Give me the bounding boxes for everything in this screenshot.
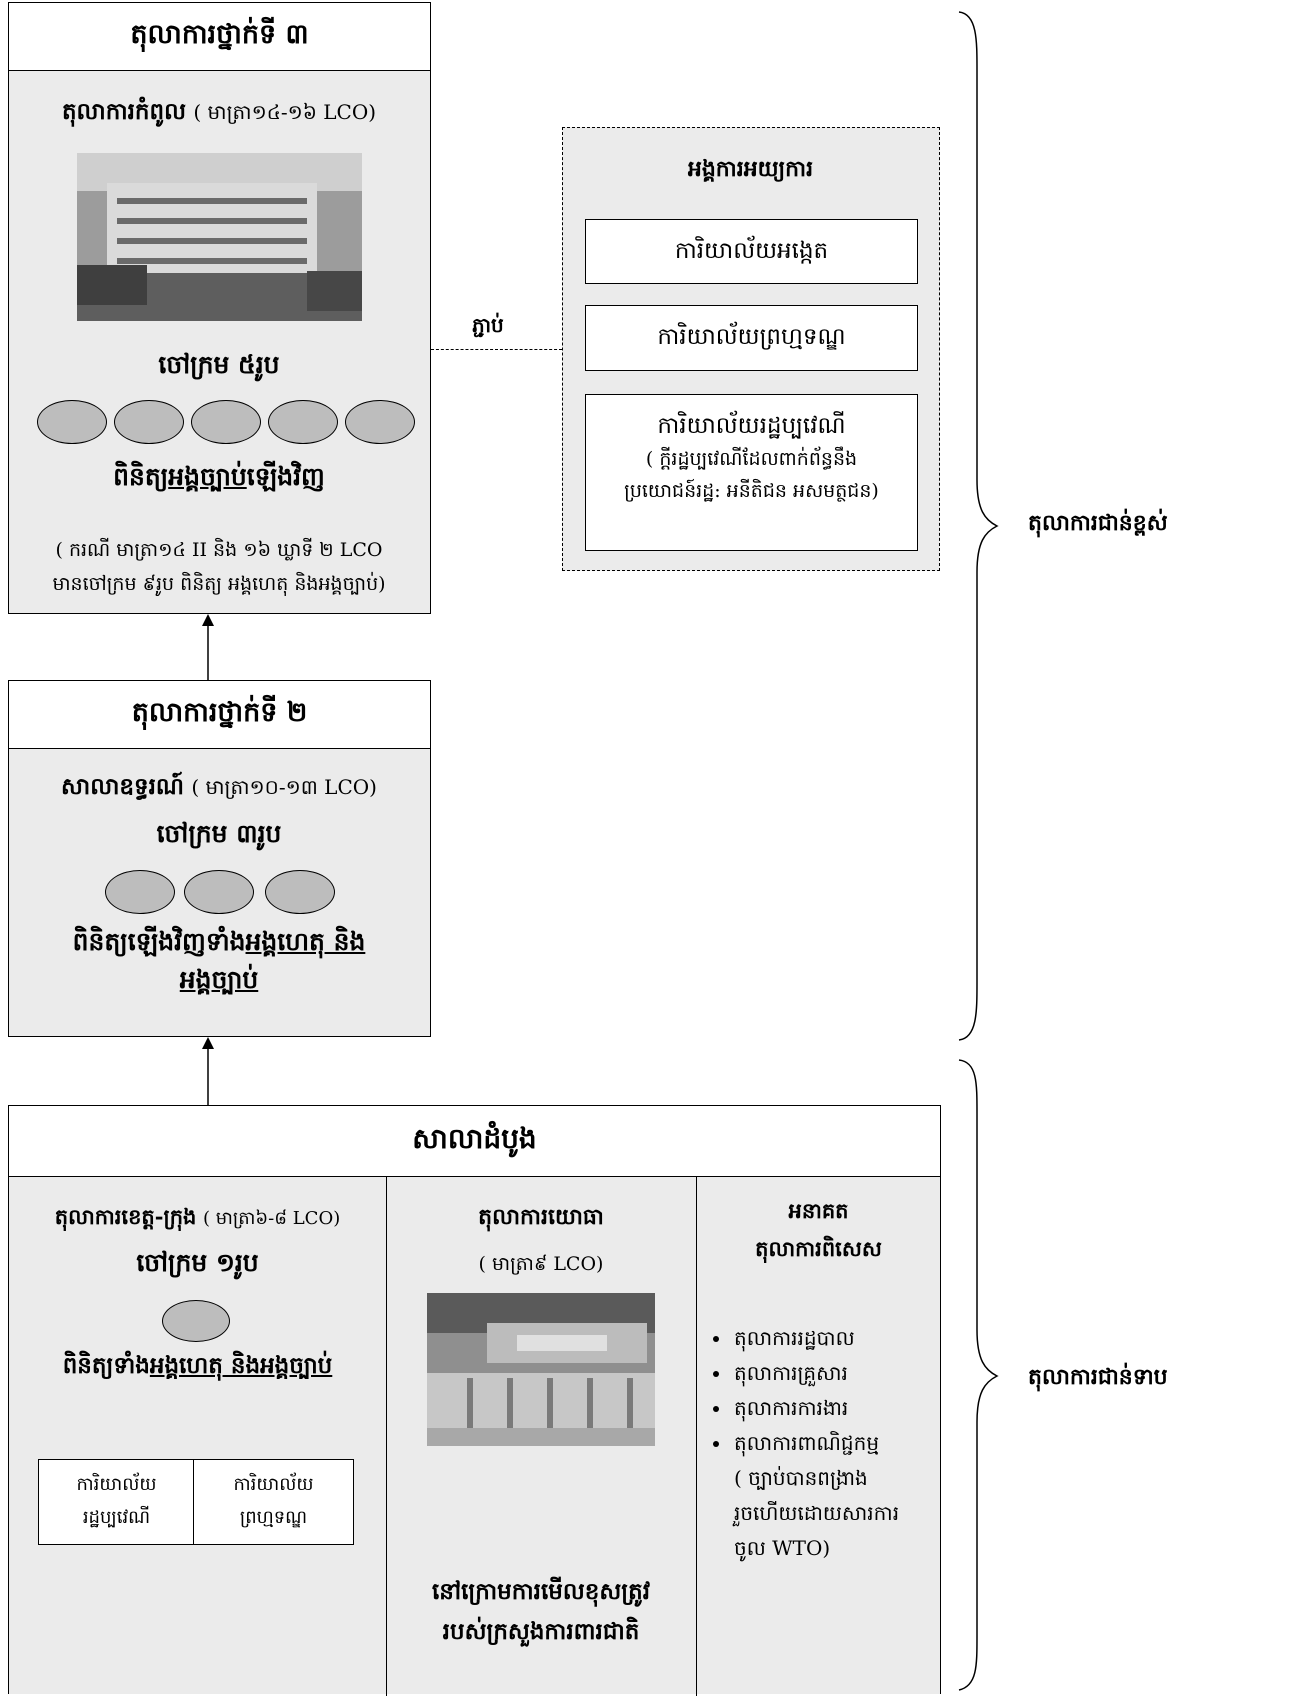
tier3-title: តុលាការថ្នាក់ទី ៣: [130, 19, 309, 50]
judge-oval: [345, 400, 415, 444]
tier1-title: សាលាដំបូង: [412, 1122, 537, 1155]
appeal-court-box: តុលាការថ្នាក់ទី ២ សាលាឧទ្ធរណ៍ ( មាត្រា១០…: [8, 680, 431, 1037]
military-note-line2: របស់ក្រសួងការពារជាតិ: [442, 1618, 640, 1645]
provincial-review-underlined: អង្គហេតុ និងអង្គច្បាប់: [149, 1352, 333, 1379]
commerce-note-3: ចូល WTO): [734, 1536, 831, 1560]
appeal-court-article: ( មាត្រា១០-១៣ LCO): [191, 775, 377, 799]
building-photo-icon: [77, 153, 362, 321]
special-courts-heading: អនាគត តុលាការពិសេស: [696, 1192, 941, 1268]
supreme-court-judges: ចៅក្រម ៥រូប: [158, 350, 280, 379]
civil-office-note-1: ( ក្តីរដ្ឋប្បវេណីដែលពាក់ព័ន្ធនឹង: [645, 448, 858, 470]
appeal-review-line2: អង្គច្បាប់: [179, 965, 259, 994]
investigation-office-label: ការិយាល័យអង្កេត: [674, 238, 829, 264]
judge-oval: [37, 400, 107, 444]
military-court-article: ( មាត្រា៩ LCO): [478, 1253, 604, 1275]
investigation-office: ការិយាល័យអង្កេត: [585, 219, 918, 284]
military-court-note: នៅក្រោមការមើលខុសត្រូវ របស់ក្រសួងការពារជា…: [386, 1572, 696, 1652]
military-note-line1: នៅក្រោមការមើលខុសត្រូវ: [431, 1578, 651, 1605]
supreme-court-photo: [77, 153, 362, 321]
appeal-court-judges: ចៅក្រម ៣រូប: [156, 819, 282, 848]
provincial-court-review: ពិនិត្យទាំងអង្គហេតុ និងអង្គច្បាប់: [9, 1351, 386, 1381]
appeal-court-name-line: សាលាឧទ្ធរណ៍ ( មាត្រា១០-១៣ LCO): [9, 772, 429, 802]
list-item: តុលាការពាណិជ្ជកម្ម: [732, 1426, 941, 1461]
provincial-civil-office-line1: ការិយាល័យ: [76, 1474, 157, 1495]
provincial-court-article: ( មាត្រា៦-៨ LCO): [203, 1208, 341, 1229]
judge-oval: [105, 870, 175, 914]
arrow-tier2-to-tier3: [202, 614, 214, 680]
special-heading-2: តុលាការពិសេស: [755, 1236, 882, 1261]
civil-office: ការិយាល័យរដ្ឋប្បវេណី ( ក្តីរដ្ឋប្បវេណីដែ…: [585, 394, 918, 551]
civil-office-note-2: ប្រយោជន៍រដ្ឋ: អនីតិជន អសមត្ថជន): [624, 480, 879, 502]
review-prefix: ពិនិត្យ: [113, 462, 169, 491]
supreme-court-article: ( មាត្រា១៤-១៦ LCO): [193, 100, 377, 124]
criminal-office-label: ការិយាល័យព្រហ្មទណ្ឌ: [657, 324, 846, 350]
list-item: តុលាការគ្រួសារ: [732, 1356, 941, 1391]
appeal-review-prefix: ពិនិត្យឡើងវិញទាំង: [72, 927, 246, 956]
tier2-title: តុលាការថ្នាក់ទី ២: [131, 697, 308, 728]
column-divider: [386, 1176, 387, 1696]
appeal-review-underlined: អង្គហេតុ និង: [245, 927, 366, 956]
provincial-criminal-office: ការិយាល័យ ព្រហ្មទណ្ឌ: [193, 1459, 354, 1545]
prosecution-title: អង្គការអយ្យការ: [687, 156, 814, 182]
gate-photo-icon: [427, 1293, 655, 1446]
judge-oval: [268, 400, 338, 444]
prosecution-box: អង្គការអយ្យការ ការិយាល័យអង្កេត ការិយាល័យ…: [562, 127, 940, 571]
special-courts-list-wrap: តុលាការរដ្ឋបាល តុលាការគ្រួសារ តុលាការការ…: [706, 1321, 941, 1566]
column-divider: [696, 1176, 697, 1696]
provincial-civil-office: ការិយាល័យ រដ្ឋប្បវេណី: [38, 1459, 195, 1545]
commerce-note-1: ( ច្បាប់បានពង្រាង: [734, 1466, 868, 1490]
lower-courts-brace: [958, 1059, 999, 1691]
military-court-name: តុលាការយោធា: [478, 1204, 604, 1230]
provincial-civil-office-line2: រដ្ឋប្បវេណី: [82, 1507, 151, 1528]
judge-oval: [162, 1300, 230, 1342]
judge-oval: [184, 870, 254, 914]
provincial-court-judges: ចៅក្រម ១រូប: [136, 1248, 259, 1277]
connector-label: ភ្ជាប់: [472, 313, 504, 337]
commerce-note: ( ច្បាប់បានពង្រាង រួចហើយដោយសារការ ចូល WT…: [706, 1461, 941, 1566]
tier3-header: តុលាការថ្នាក់ទី ៣: [9, 3, 430, 71]
provincial-criminal-office-line2: ព្រហ្មទណ្ឌ: [239, 1507, 308, 1528]
review-law: អង្គច្បាប់: [168, 462, 247, 491]
supreme-court-box: តុលាការថ្នាក់ទី ៣ តុលាការកំពូល ( មាត្រា១…: [8, 2, 431, 614]
arrow-tier1-to-tier2: [202, 1037, 214, 1105]
note-line-1: ( ករណី មាត្រា១៤ II និង ១៦ ឃ្លាទី ២ LCO: [55, 539, 383, 561]
judge-oval: [191, 400, 261, 444]
tier1-header: សាលាដំបូង: [9, 1106, 940, 1177]
military-court-photo: [427, 1293, 655, 1446]
list-item: តុលាការការងារ: [732, 1391, 941, 1426]
provincial-review-prefix: ពិនិត្យទាំង: [62, 1352, 150, 1379]
provincial-court-name-line: តុលាការខេត្ត-ក្រុង ( មាត្រា៦-៨ LCO): [9, 1202, 386, 1234]
civil-office-label: ការិយាល័យរដ្ឋប្បវេណី: [657, 413, 846, 439]
review-suffix: ឡើងវិញ: [246, 462, 325, 491]
special-courts-list: តុលាការរដ្ឋបាល តុលាការគ្រួសារ តុលាការការ…: [706, 1321, 941, 1461]
higher-courts-brace: [958, 11, 999, 1041]
supreme-court-review: ពិនិត្យអង្គច្បាប់ឡើងវិញ: [9, 461, 429, 493]
commerce-note-2: រួចហើយដោយសារការ: [734, 1501, 900, 1525]
supreme-court-name: តុលាការកំពូល: [61, 98, 187, 125]
provincial-court-name: តុលាការខេត្ត-ក្រុង: [54, 1204, 197, 1229]
list-item: តុលាការរដ្ឋបាល: [732, 1321, 941, 1356]
criminal-office: ការិយាល័យព្រហ្មទណ្ឌ: [585, 305, 918, 371]
provincial-criminal-office-line1: ការិយាល័យ: [233, 1474, 314, 1495]
appeal-court-name: សាលាឧទ្ធរណ៍: [61, 773, 185, 800]
judge-oval: [114, 400, 184, 444]
higher-courts-label: តុលាការជាន់ខ្ពស់: [1028, 510, 1168, 536]
judge-oval: [265, 870, 335, 914]
special-heading-1: អនាគត: [788, 1198, 849, 1223]
first-instance-box: សាលាដំបូង តុលាការខេត្ត-ក្រុង ( មាត្រា៦-៨…: [8, 1105, 941, 1696]
connector-line: [431, 349, 562, 350]
note-line-2: មានចៅក្រម ៩រូប ពិនិត្យ អង្គហេតុ និងអង្គច…: [52, 573, 386, 595]
tier2-header: តុលាការថ្នាក់ទី ២: [9, 681, 430, 749]
supreme-court-name-line: តុលាការកំពូល ( មាត្រា១៤-១៦ LCO): [9, 97, 429, 127]
supreme-court-note: ( ករណី មាត្រា១៤ II និង ១៦ ឃ្លាទី ២ LCO ម…: [9, 533, 429, 601]
lower-courts-label: តុលាការជាន់ទាប: [1028, 1364, 1168, 1390]
appeal-court-review: ពិនិត្យឡើងវិញទាំងអង្គហេតុ និង អង្គច្បាប់: [9, 923, 429, 999]
